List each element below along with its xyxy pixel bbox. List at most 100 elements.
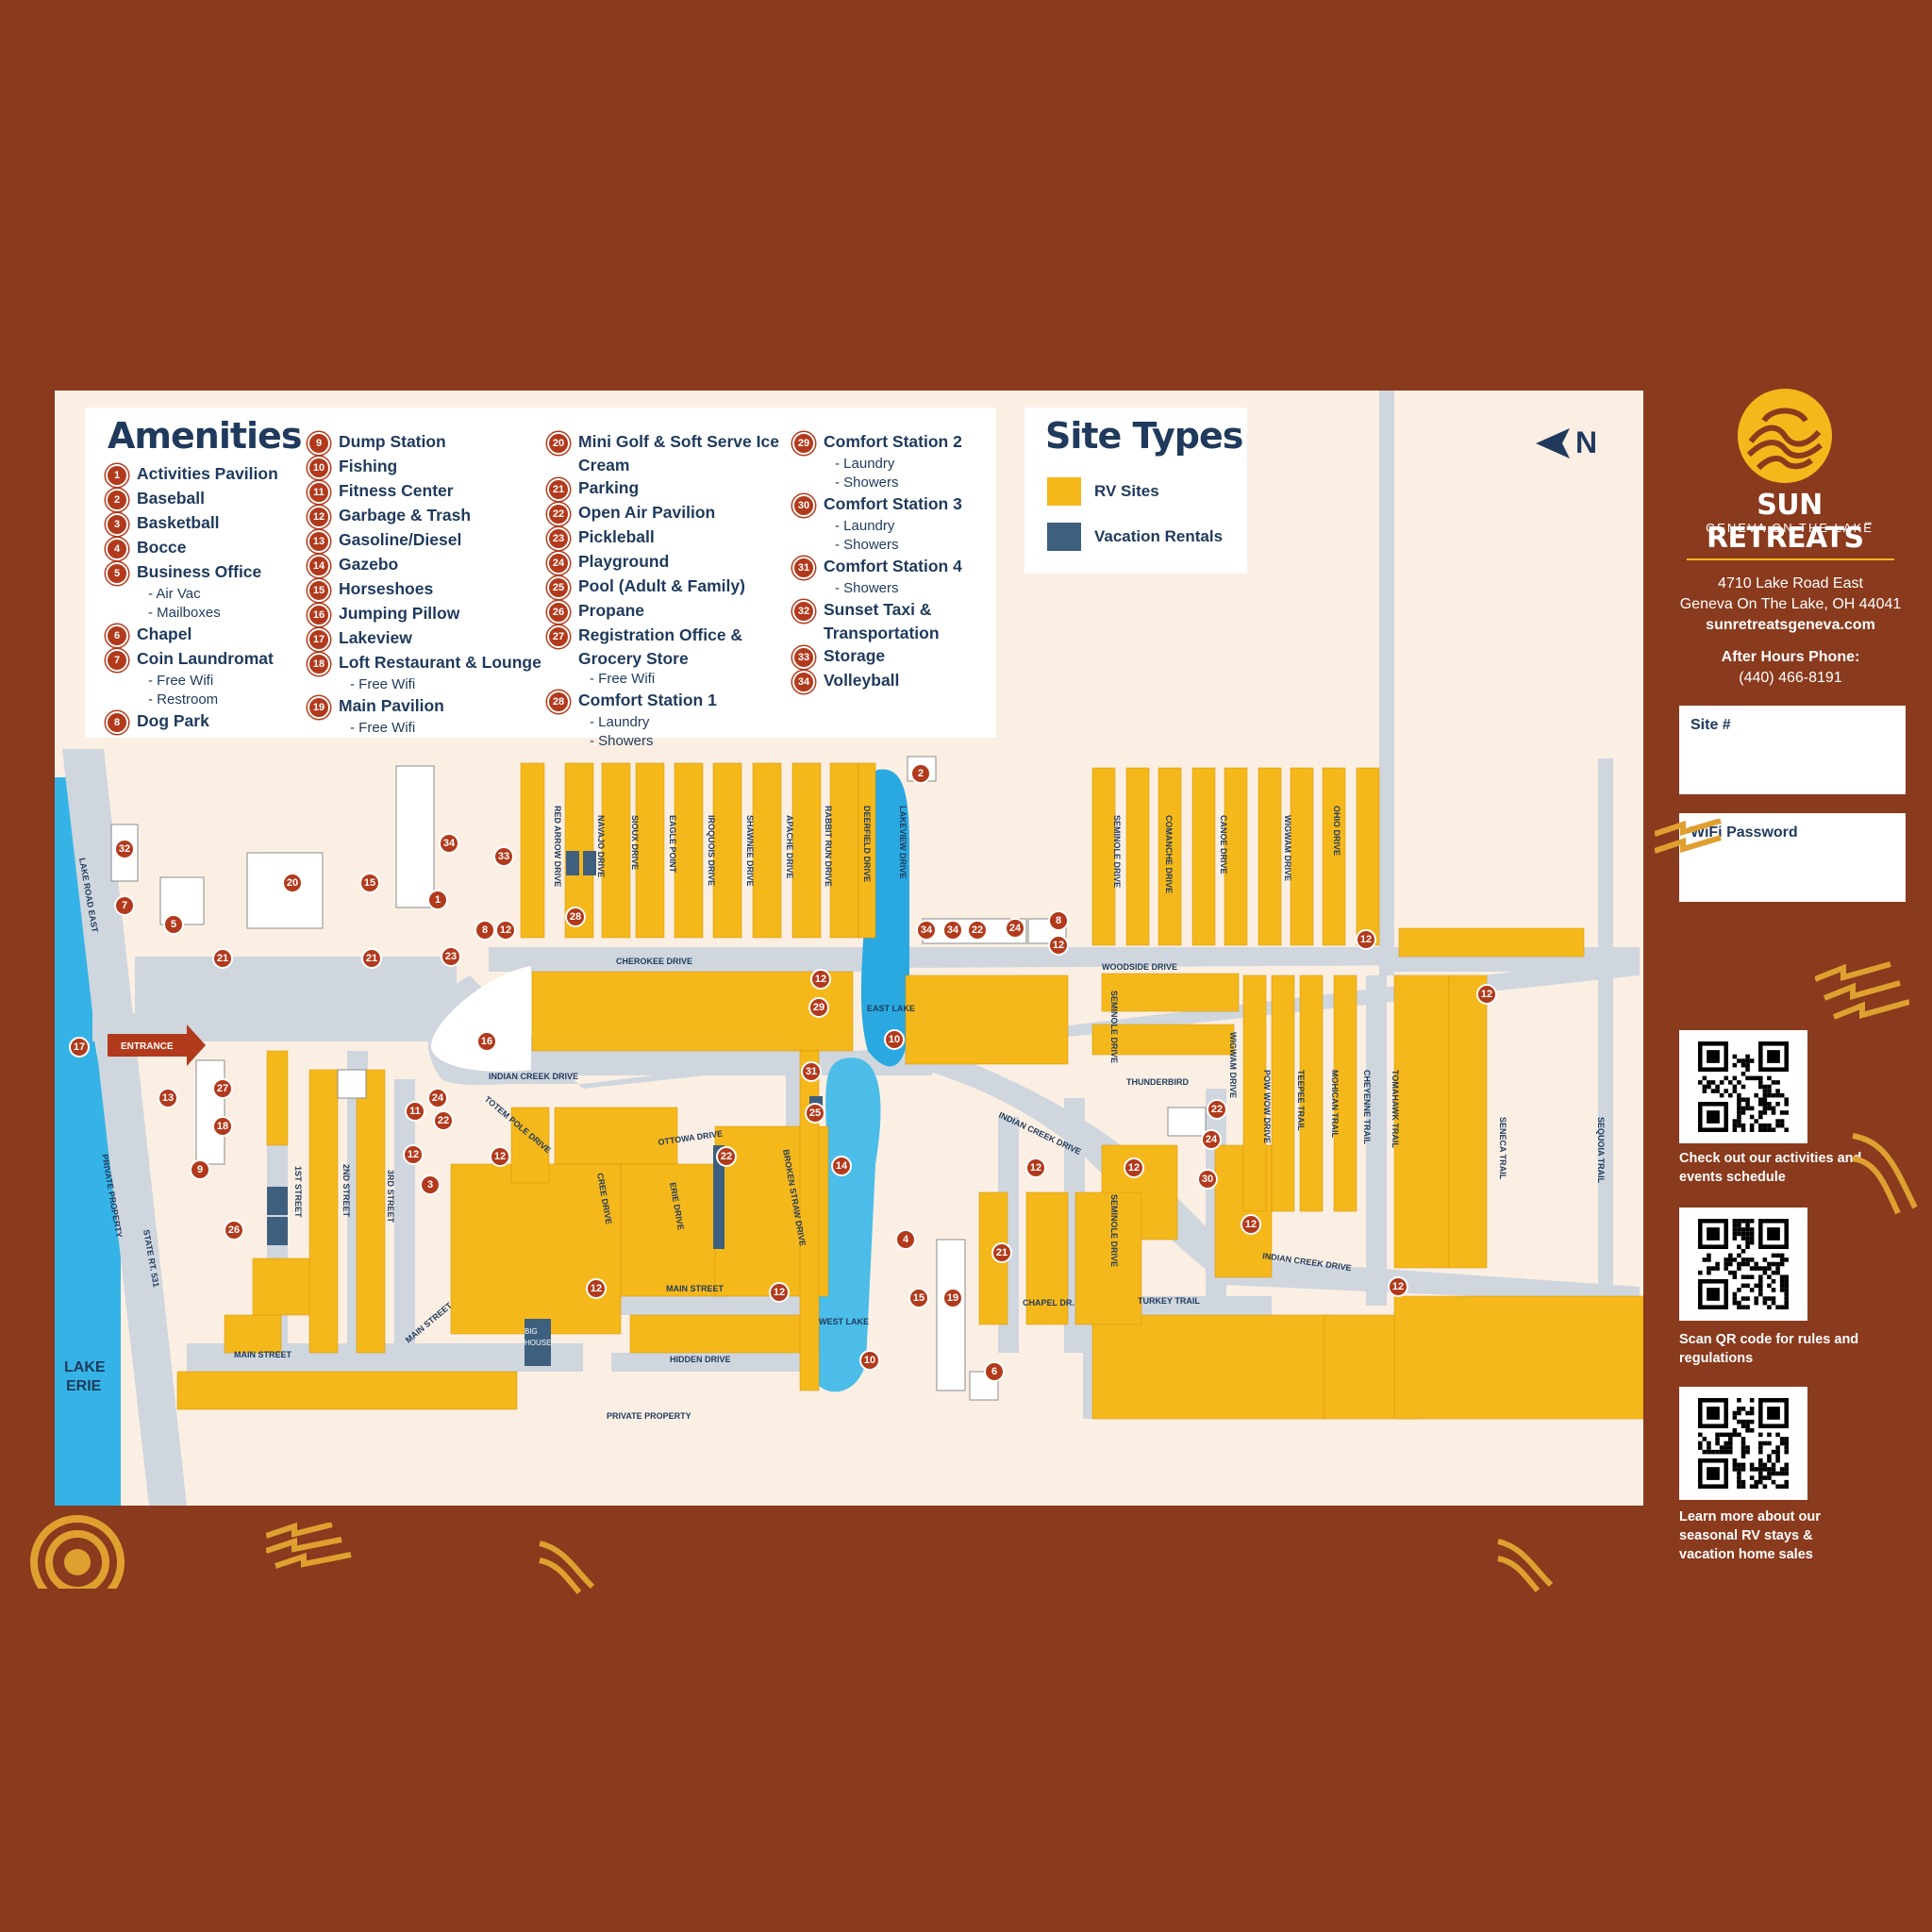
svg-text:10: 10 xyxy=(864,1355,875,1366)
amenity-number-badge: 30 xyxy=(792,494,815,517)
road-lakeview: LAKEVIEW DRIVE xyxy=(898,806,908,879)
road-wigwam-1: WIGWAM DRIVE xyxy=(1283,815,1292,881)
brand-tm: ™ xyxy=(1863,522,1874,532)
svg-text:2: 2 xyxy=(918,768,924,779)
map-badge-12: 12 xyxy=(1048,935,1069,956)
amenity-label: Chapel xyxy=(137,625,192,643)
svg-text:12: 12 xyxy=(1360,934,1372,945)
qr-code-rules[interactable] xyxy=(1679,1208,1807,1321)
west-lake xyxy=(807,1058,881,1392)
svg-text:26: 26 xyxy=(228,1224,240,1236)
website-link[interactable]: sunretreatsgeneva.com xyxy=(1706,617,1875,633)
big-house-label-1: BIG xyxy=(525,1327,538,1336)
map-badge-16: 16 xyxy=(476,1031,497,1052)
ripple-motif-3-icon xyxy=(1852,1133,1918,1215)
road-hidden: HIDDEN DRIVE xyxy=(670,1355,731,1364)
svg-text:33: 33 xyxy=(498,851,509,862)
amenity-number-badge: 11 xyxy=(308,481,330,504)
svg-text:15: 15 xyxy=(913,1292,924,1304)
amenity-number-badge: 22 xyxy=(547,503,570,525)
qr-code-seasonal-icon xyxy=(1698,1398,1789,1489)
site-number-box[interactable]: Site # xyxy=(1679,706,1906,794)
svg-text:9: 9 xyxy=(197,1164,203,1175)
amenity-number-badge: 33 xyxy=(792,646,815,669)
map-badge-12: 12 xyxy=(1241,1214,1261,1235)
amenity-number-badge: 29 xyxy=(792,432,815,455)
map-badge-33: 33 xyxy=(493,846,514,867)
amenity-sub-item: - Showers xyxy=(835,537,899,553)
map-badge-8: 8 xyxy=(475,920,495,941)
wifi-password-box[interactable]: WiFi Password xyxy=(1679,813,1906,902)
road-main-street-1: MAIN STREET xyxy=(666,1284,724,1293)
svg-text:7: 7 xyxy=(122,900,127,911)
ripple-motif-icon xyxy=(539,1541,595,1594)
svg-text:12: 12 xyxy=(500,924,511,936)
amenity-number-badge: 12 xyxy=(308,506,330,528)
svg-text:30: 30 xyxy=(1202,1174,1213,1185)
amenity-number-badge: 26 xyxy=(547,601,570,624)
after-hours-phone: (440) 466-8191 xyxy=(1739,670,1842,686)
svg-text:12: 12 xyxy=(1245,1219,1257,1230)
qr-code-events[interactable] xyxy=(1679,1030,1807,1143)
amenity-label: Basketball xyxy=(137,513,220,532)
amenity-label: Activities Pavilion xyxy=(137,464,278,483)
map-badge-11: 11 xyxy=(405,1101,425,1122)
amenity-number-badge: 6 xyxy=(106,625,128,647)
brand-name: SUN RETREATS™ xyxy=(1672,489,1907,555)
map-badge-28: 28 xyxy=(565,907,586,927)
brand-name-text: SUN RETREATS xyxy=(1706,489,1864,555)
amenity-label: Storage xyxy=(824,646,886,665)
east-lake-label: EAST LAKE xyxy=(867,1004,915,1013)
amenity-sub-item: - Laundry xyxy=(590,714,650,730)
amenity-label: Loft Restaurant & Lounge xyxy=(339,653,541,672)
amenity-number-badge: 19 xyxy=(308,696,330,719)
amenity-number-badge: 27 xyxy=(547,625,570,648)
svg-text:22: 22 xyxy=(721,1151,732,1162)
amenity-label: Fishing xyxy=(339,457,398,475)
road-seminole-3: SEMINOLE DRIVE xyxy=(1109,1194,1119,1267)
amenity-number-badge: 31 xyxy=(792,557,815,579)
amenity-label: Garbage & Trash xyxy=(339,506,472,525)
map-badge-12: 12 xyxy=(1025,1158,1046,1178)
amenity-label: Baseball xyxy=(137,489,205,508)
amenity-item: 11 Fitness Center xyxy=(308,479,543,504)
amenity-label: Pool (Adult & Family) xyxy=(578,576,745,595)
amenity-label: Mini Golf & Soft Serve Ice Cream xyxy=(578,432,779,475)
road-mohican: MOHICAN TRAIL xyxy=(1330,1070,1340,1138)
site-number-label: Site # xyxy=(1690,717,1731,733)
svg-text:12: 12 xyxy=(1392,1281,1404,1292)
lake-road-east xyxy=(62,749,187,1506)
map-badge-24: 24 xyxy=(1201,1129,1222,1150)
site-type-rv: RV Sites xyxy=(1047,477,1159,506)
amenity-label: Sunset Taxi & Transportation xyxy=(824,600,940,642)
svg-text:21: 21 xyxy=(366,953,377,964)
svg-text:8: 8 xyxy=(482,924,488,936)
map-badge-12: 12 xyxy=(586,1278,607,1299)
amenity-label: Dog Park xyxy=(137,711,209,730)
amenity-label: Coin Laundromat xyxy=(137,649,274,668)
svg-text:29: 29 xyxy=(813,1002,824,1013)
wave-motif-2-icon xyxy=(1815,961,1909,1020)
amenity-label: Fitness Center xyxy=(339,481,454,500)
map-badge-12: 12 xyxy=(810,969,831,990)
road-ohio: OHIO DRIVE xyxy=(1332,806,1341,856)
road-comanche: COMANCHE DRIVE xyxy=(1164,815,1174,893)
amenity-label: Dump Station xyxy=(339,432,446,451)
road-sioux: SIOUX DRIVE xyxy=(630,815,640,870)
qr-code-seasonal[interactable] xyxy=(1679,1387,1807,1500)
svg-text:12: 12 xyxy=(408,1149,419,1160)
qr-caption-seasonal: Learn more about our seasonal RV stays &… xyxy=(1679,1509,1821,1562)
